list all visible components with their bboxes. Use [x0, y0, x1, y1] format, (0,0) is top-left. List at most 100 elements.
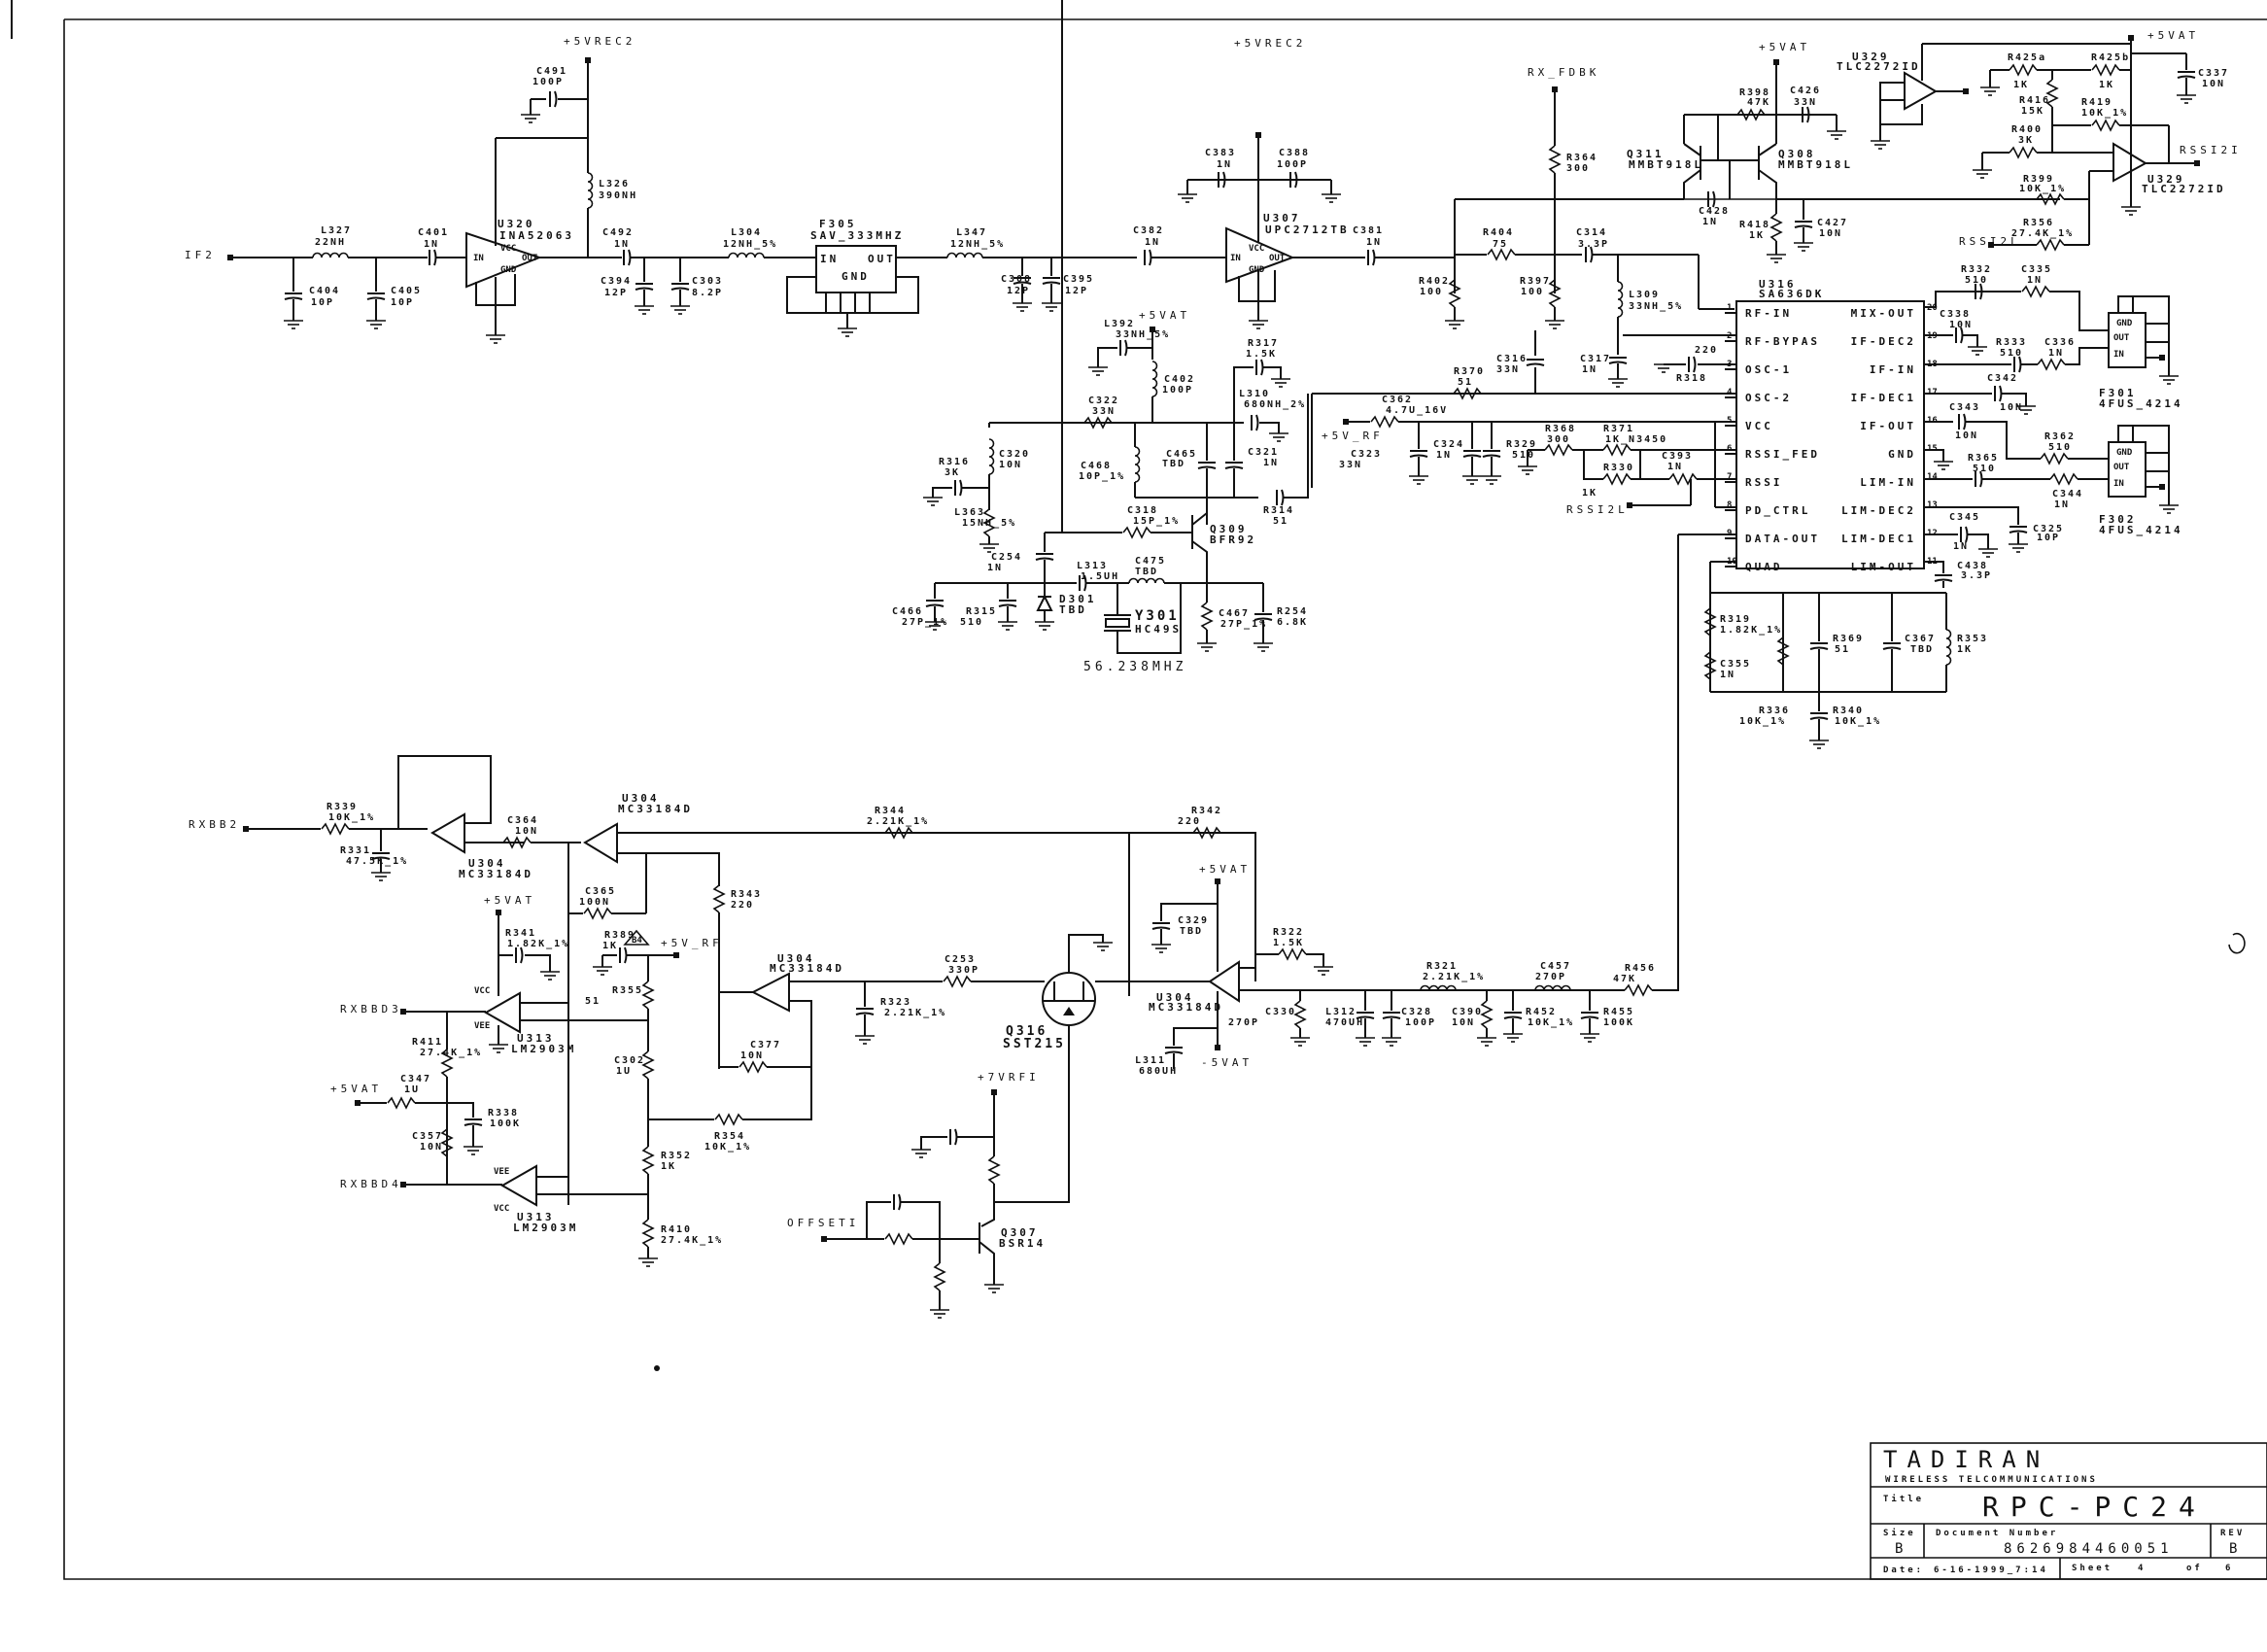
f302-pin2-port[interactable] — [2159, 484, 2165, 490]
c344-value: 1N — [1953, 541, 1969, 552]
p7vrfi-port[interactable] — [991, 1089, 997, 1095]
r416-ref: R416 — [2019, 95, 2050, 106]
p5v-rf-low-port[interactable] — [673, 952, 679, 958]
c326-value: 51 — [1835, 644, 1850, 655]
y301-part: HC49S — [1135, 623, 1182, 636]
q308-ref: Q308 — [1778, 148, 1816, 160]
r319-value: 10K_1% — [1739, 716, 1786, 727]
u304b-ref: U304 — [622, 792, 660, 805]
c492-ref: C492 — [602, 227, 634, 238]
c438-ref: C316 — [1496, 354, 1528, 364]
m5vat-port[interactable] — [1215, 1045, 1220, 1050]
rxbb2-port[interactable] — [243, 826, 249, 832]
u307-amplifier: U307 UPC2712TB IN VCC GND OUT +5VREC2 C3… — [1177, 37, 1455, 329]
p5vat-right-port[interactable] — [2128, 35, 2134, 41]
doc-number-label: Document Number — [1936, 1529, 2058, 1538]
c427-ref: C427 — [1817, 218, 1848, 228]
c365-value: 1K — [602, 941, 618, 951]
c253-value: 470UH — [1325, 1017, 1364, 1028]
c382-value: 1N — [1145, 237, 1160, 248]
c308-value: 12P — [1007, 286, 1030, 296]
c253-ref: L312 — [1325, 1007, 1357, 1017]
r352-value: 10N — [420, 1142, 443, 1153]
r365-ref: R362 — [2044, 431, 2076, 442]
p5vat-osc-port[interactable] — [1150, 327, 1155, 332]
q307-part: BSR14 — [999, 1237, 1046, 1250]
r425b-value: 1K — [2099, 80, 2114, 90]
c329-value: 100P — [1405, 1017, 1436, 1028]
r321-value: 47K — [1613, 974, 1636, 984]
r389-ref: R411 — [412, 1037, 443, 1048]
c254-value: 1.5UH — [1081, 571, 1119, 582]
c318-ref: C254 — [991, 552, 1022, 563]
p5vrec2-port-a[interactable] — [585, 57, 591, 63]
c335-value: 10N — [1949, 320, 1973, 330]
c342-value: 10N — [1955, 430, 1978, 441]
svg-text:B4: B4 — [632, 936, 642, 946]
r331-value: 220 — [1178, 816, 1201, 827]
p5v-rf-mid-port[interactable] — [1343, 419, 1349, 425]
r356-ref: R356 — [2023, 218, 2054, 228]
c395-ref: C395 — [1063, 274, 1094, 285]
rssi2i-port[interactable] — [2194, 160, 2200, 166]
u304a-ref: U304 — [468, 857, 506, 870]
c465-value: 1N — [1263, 458, 1279, 468]
c393-value: 33NH_5% — [1116, 329, 1170, 340]
r253-ref: C355 — [1720, 659, 1751, 670]
c388-value: 100P — [1277, 159, 1308, 170]
r400-ref: R400 — [2011, 124, 2043, 135]
p5vat-top-port[interactable] — [1773, 59, 1779, 65]
rssi2l-mid-port[interactable] — [1627, 502, 1632, 508]
rx-fdbk-port[interactable] — [1552, 86, 1558, 92]
r340-value: 2.21K_1% — [867, 816, 929, 827]
r339-ref: R343 — [731, 889, 762, 900]
svg-text:IN: IN — [2113, 479, 2124, 489]
u313a-part: LM2903M — [511, 1043, 576, 1055]
p5vat-u313-port[interactable] — [496, 910, 501, 915]
p5vrec2-port-b[interactable] — [1255, 132, 1261, 138]
rssi2l-top-port[interactable] — [1988, 242, 1994, 248]
l363-value: 10P_1% — [1079, 471, 1125, 482]
c345-ref: C325 — [2033, 524, 2064, 534]
c320-ref: R316 — [939, 457, 970, 467]
u304-integrator: U304 MC33184D C377 10N R323 2.21K_1% C25… — [718, 934, 1210, 1203]
r342-ref: R352 — [661, 1151, 692, 1161]
r323-value: 270P — [1228, 1017, 1259, 1028]
rssi2i-net-label: RSSI2I — [2180, 144, 2242, 156]
u316-pin-num: 14 — [1927, 472, 1938, 482]
svg-text:VCC: VCC — [474, 986, 490, 996]
l307-value: 1K — [1957, 644, 1973, 655]
c251-value: TBD — [1910, 644, 1934, 655]
u316-pin-gnd: GND — [1888, 448, 1916, 461]
c321-ref: R314 — [1263, 505, 1294, 516]
p5vat-r355-port[interactable] — [355, 1100, 361, 1106]
u316-body — [1735, 300, 1925, 569]
c314-ref: C314 — [1576, 227, 1607, 238]
c322-value: 680NH_2% — [1244, 399, 1306, 410]
f301-pin2-port[interactable] — [2159, 355, 2165, 361]
u316-pin-pd-ctrl: PD_CTRL — [1745, 504, 1810, 517]
rssi2l-mid-label: RSSI2L — [1566, 503, 1629, 516]
p5vat-u304-port[interactable] — [1215, 878, 1220, 884]
reference-divider: R389 1K B4 +5V_RF R355 51 C302 1U R352 1… — [585, 929, 812, 1267]
u304d-part: MC33184D — [1149, 1001, 1223, 1014]
r254-value: 1.82K_1% — [1720, 625, 1782, 636]
offseti-port[interactable] — [821, 1236, 827, 1242]
u329-rssi-amplifiers: U329 TLC2272ID +5VAT C337 10N R425a 1K R… — [1458, 29, 2242, 251]
q311-part: MMBT918L — [1629, 158, 1703, 171]
if2-port[interactable] — [227, 255, 233, 260]
rxbbd3-port[interactable] — [400, 1009, 406, 1015]
r362-value: 1N — [2054, 499, 2070, 510]
if2-net-label: IF2 — [185, 249, 216, 261]
u329a-output-port[interactable] — [1963, 88, 1969, 94]
l392-value: 100P — [1162, 385, 1193, 396]
svg-text:GND: GND — [1249, 265, 1265, 275]
rxbbd4-port[interactable] — [400, 1182, 406, 1187]
l310-value: 10N — [999, 460, 1022, 470]
c343-ref: R365 — [1968, 453, 1999, 464]
u320-output-network: C492 1N C394 12P C303 8.2P L304 12NH_5% — [601, 227, 799, 315]
c402-ref: R317 — [1248, 338, 1279, 349]
r370-ref: C362 — [1382, 395, 1413, 405]
l304-value: 12NH_5% — [723, 239, 777, 250]
c427-value: 10N — [1819, 228, 1842, 239]
